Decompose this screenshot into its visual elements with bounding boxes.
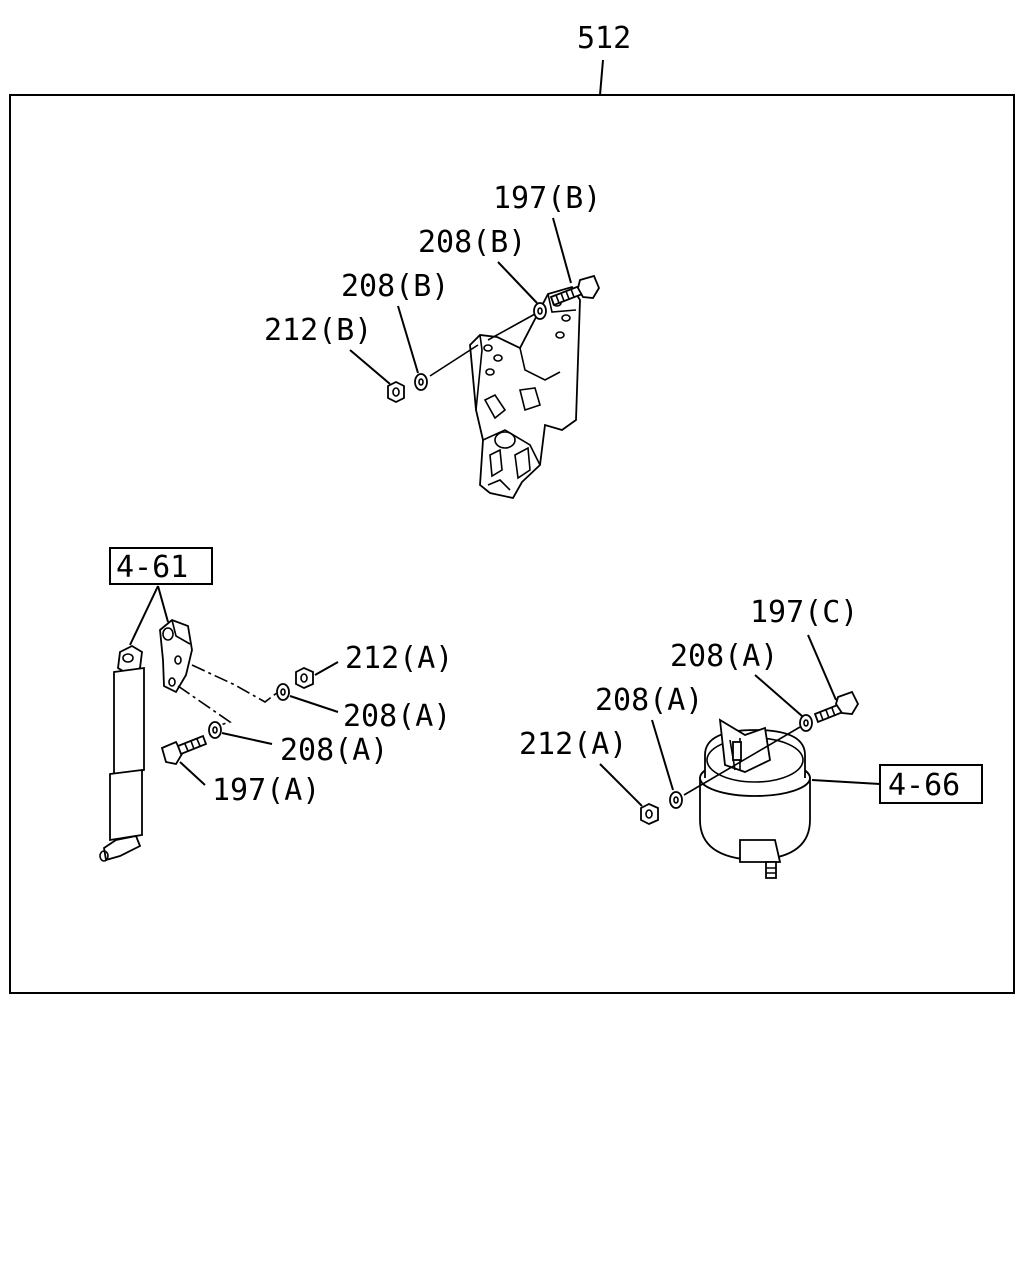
- bracket-part: [469, 285, 581, 500]
- label-208b-inner: 208(B): [341, 269, 449, 304]
- label-212a-right: 212(A): [519, 727, 627, 762]
- washer-208b-inner: [414, 373, 428, 391]
- axis-line-top-1: [487, 313, 536, 341]
- shock-absorber-part: [99, 644, 145, 862]
- label-208a-right-1: 208(A): [670, 639, 778, 674]
- label-197c: 197(C): [750, 595, 858, 630]
- axis-line-right: [683, 726, 801, 796]
- assembly-number-label: 512: [577, 21, 631, 56]
- axis-line-left-1: [191, 664, 279, 703]
- assembly-frame: [9, 94, 1015, 994]
- label-208a-left-1: 208(A): [343, 699, 451, 734]
- assembly-leader-line: [599, 59, 604, 96]
- label-ref-4-66: 4-66: [888, 768, 960, 803]
- label-208b-outer: 208(B): [418, 225, 526, 260]
- washer-208b-outer: [533, 302, 547, 320]
- label-208a-left-2: 208(A): [280, 733, 388, 768]
- washer-208a-right-1: [799, 714, 813, 732]
- bolt-197a: [160, 734, 208, 766]
- nut-212a-right: [640, 803, 659, 825]
- label-197a: 197(A): [212, 773, 320, 808]
- label-197b: 197(B): [493, 181, 601, 216]
- nut-212a-left: [295, 667, 314, 689]
- bolt-197c: [813, 690, 860, 724]
- air-spring-part: [699, 718, 811, 879]
- axis-line-left-2: [177, 685, 232, 729]
- label-212a-left: 212(A): [345, 641, 453, 676]
- washer-208a-right-2: [669, 791, 683, 809]
- washer-208a-left-2: [208, 721, 222, 739]
- bolt-197b: [549, 274, 601, 307]
- nut-212b: [387, 380, 405, 404]
- label-212b: 212(B): [264, 313, 372, 348]
- label-ref-4-61: 4-61: [116, 550, 188, 585]
- washer-208a-left-1: [276, 683, 290, 701]
- shock-bracket-part: [159, 618, 193, 694]
- label-208a-right-2: 208(A): [595, 683, 703, 718]
- axis-line-top-2: [429, 344, 479, 377]
- ref-box-4-61: [109, 547, 213, 585]
